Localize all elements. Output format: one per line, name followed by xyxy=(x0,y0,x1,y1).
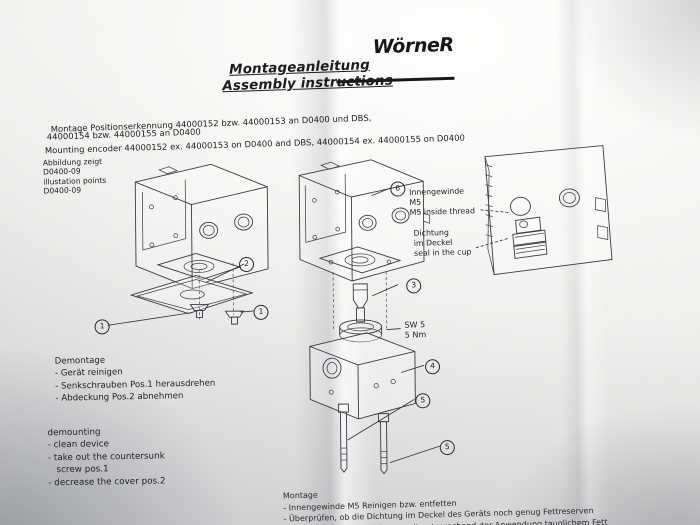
callout-5b: 5 xyxy=(439,440,455,456)
annotation-inside-thread-line-2: M5 xyxy=(409,197,422,207)
annotation-torque-line-1: SW 5 xyxy=(404,320,426,330)
demontage-item-2: - Senkschrauben Pos.1 herausdrehen xyxy=(55,378,216,392)
callout-4: 4 xyxy=(424,359,441,375)
annotation-torque-line-2: 5 Nm xyxy=(404,330,427,341)
demounting-item-2: - take out the countersunk xyxy=(47,451,165,464)
cup-seal-detail xyxy=(512,216,548,259)
demontage-item-1: - Gerät reinigen xyxy=(54,367,123,380)
demontage-block-german: Demontage- Gerät reinigen- Senkschrauben… xyxy=(55,352,216,405)
countersunk-screw-right xyxy=(224,310,245,325)
countersunk-screw-left xyxy=(189,303,210,318)
demontage-item-3: - Abdeckung Pos.2 abnehmen xyxy=(55,391,184,405)
callout-leader-lines xyxy=(107,187,509,464)
demounting-item-2-cont: screw pos.1 xyxy=(47,464,109,476)
annotation-seal-line-3: seal in the cup xyxy=(413,247,472,258)
annotation-inside-thread-line-3: M5 inside thread xyxy=(409,206,476,217)
drawing-right-cup xyxy=(484,145,613,276)
demounting-item-1: - clean device xyxy=(47,439,110,451)
drawing-left-device xyxy=(129,163,269,325)
montage-heading: Montage xyxy=(282,490,318,501)
annotation-seal-line-1: Dichtung xyxy=(413,227,449,238)
montage-block-bottom: Montage- Innengewinde M5 Reinigen bzw. e… xyxy=(283,482,608,525)
callout-2: 2 xyxy=(238,256,255,273)
encoder-pin xyxy=(352,283,368,323)
callout-1b: 1 xyxy=(253,304,269,320)
drawing-center-assembly xyxy=(298,159,431,475)
callout-6: 6 xyxy=(390,181,406,197)
demounting-item-3: - decrease the cover pos.2 xyxy=(48,476,166,489)
demounting-heading: demounting xyxy=(47,427,101,439)
demounting-block-english: demounting- clean device- take out the c… xyxy=(47,425,165,489)
callout-5: 5 xyxy=(415,393,431,409)
long-screw-left xyxy=(337,403,349,473)
callout-3: 3 xyxy=(406,278,422,294)
long-screw-right xyxy=(378,413,389,475)
callout-1: 1 xyxy=(94,319,110,335)
demontage-heading: Demontage xyxy=(54,355,106,367)
annotation-inside-thread-line-1: Innengewinde xyxy=(409,186,465,197)
annotation-seal-line-2: im Deckel xyxy=(413,237,453,248)
